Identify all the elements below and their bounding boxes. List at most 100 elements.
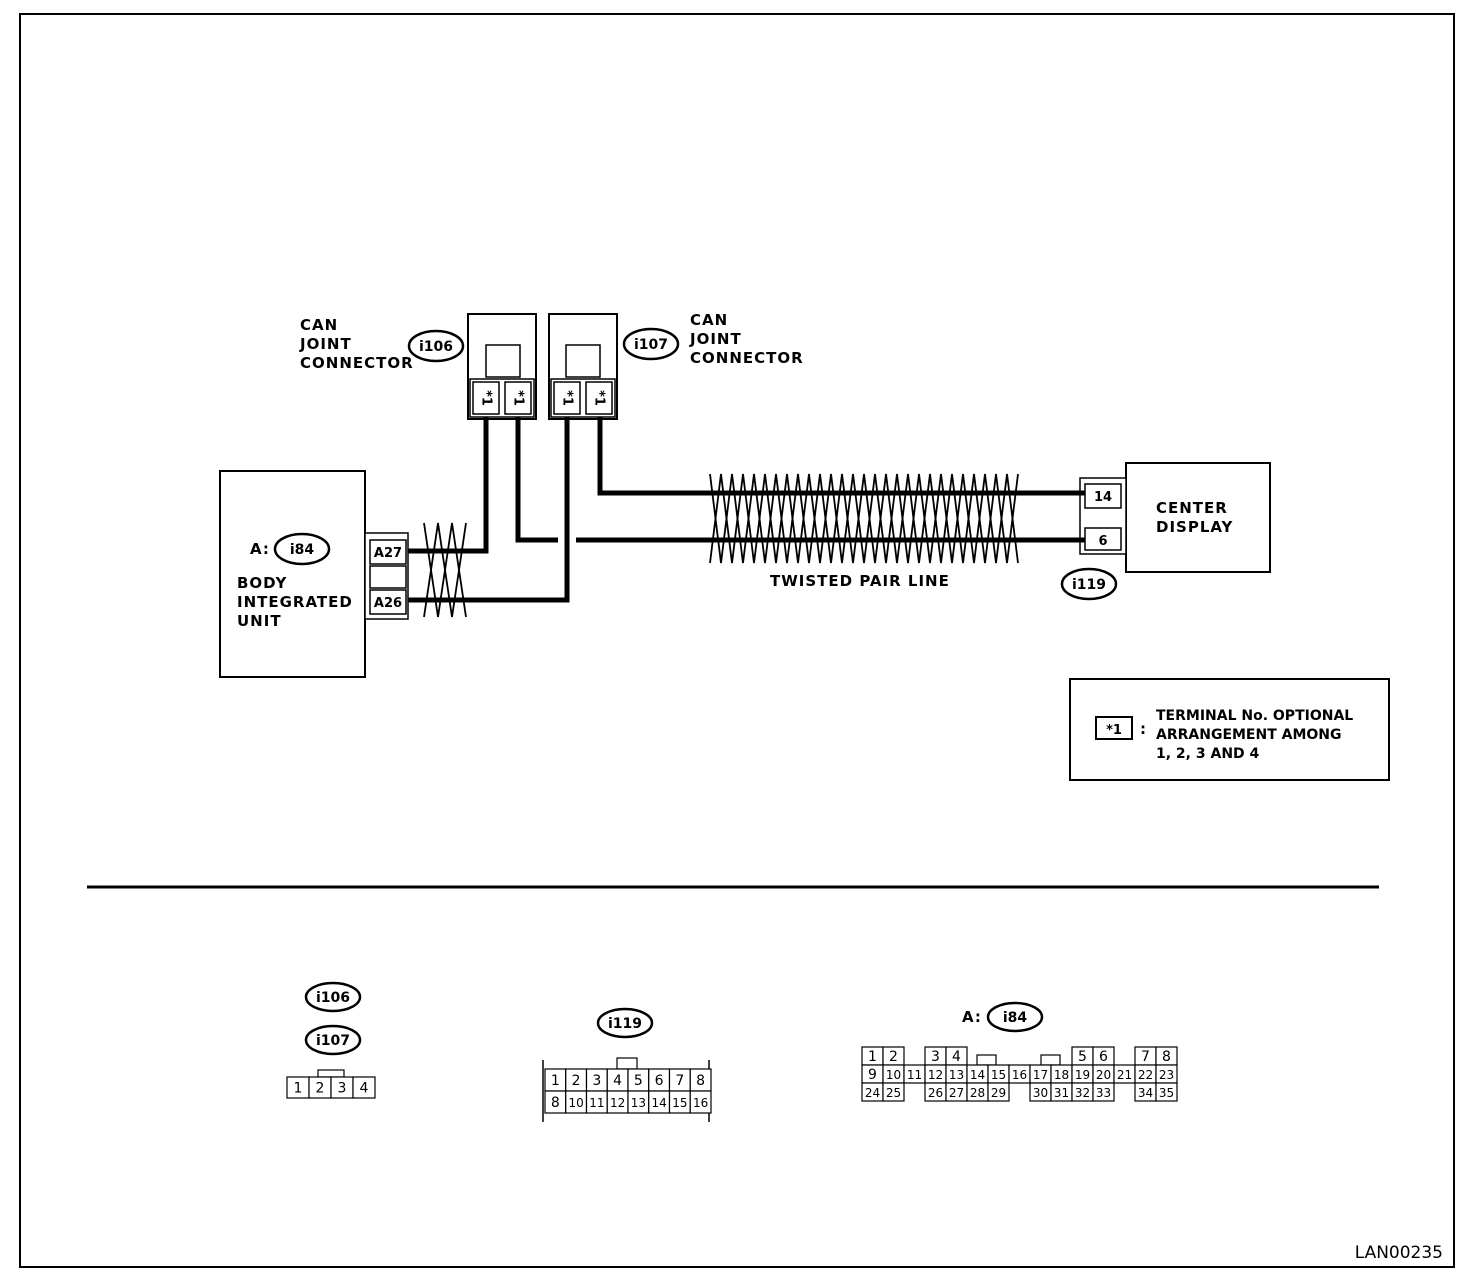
i119-view-pin-label: 10 <box>568 1096 583 1110</box>
joint-view-cell <box>352 1076 376 1099</box>
i84-view-cell <box>1092 1082 1115 1102</box>
i119-view-pin-label: 16 <box>693 1096 708 1110</box>
i84-view-pin-label: 7 <box>1141 1049 1150 1065</box>
i107-label-line-1: CAN <box>690 311 728 329</box>
wire-a27 <box>408 417 489 554</box>
joint-view-pin-label: 2 <box>316 1081 325 1097</box>
i84-view-pin-label: 22 <box>1138 1068 1153 1082</box>
i119-view-pin-label: 13 <box>631 1096 646 1110</box>
i106-id-oval <box>407 329 465 363</box>
terminal-6: 6 <box>1098 534 1107 549</box>
i84-view-pin-label: 31 <box>1054 1086 1069 1100</box>
i106-label-line-3: CONNECTOR <box>300 354 414 372</box>
i119-view-pin-label: 2 <box>572 1073 581 1089</box>
i84-view-pin-label: 33 <box>1096 1086 1111 1100</box>
i107-pin-a: *1 <box>560 390 575 406</box>
i119-view-pin-label: 6 <box>655 1073 664 1089</box>
i84-view-pin-label: 14 <box>970 1068 985 1082</box>
center-display-label-line-2: DISPLAY <box>1156 518 1234 536</box>
legend-line-3: 1, 2, 3 AND 4 <box>1156 746 1260 762</box>
legend-line-1: TERMINAL No. OPTIONAL <box>1156 708 1353 724</box>
i119-view-pin-label: 11 <box>589 1096 604 1110</box>
i84-view-pin-label: 10 <box>886 1068 901 1082</box>
i84-view-pin-label: 25 <box>886 1086 901 1100</box>
i84-view-pin-label: 11 <box>907 1068 922 1082</box>
i84-view-pin-label: 35 <box>1159 1086 1174 1100</box>
i106-pin-a: *1 <box>479 390 494 406</box>
i119-view-pin-label: 1 <box>551 1073 560 1089</box>
i107-id-oval <box>622 327 680 361</box>
joint-view-pin-label: 4 <box>360 1081 369 1097</box>
i84-view-cell <box>882 1082 905 1102</box>
body-unit-label-line-1: BODY <box>237 574 288 592</box>
center-display-label-line-1: CENTER <box>1156 499 1228 517</box>
wire-i106-b <box>515 417 558 543</box>
terminal-a27: A27 <box>374 546 402 561</box>
body-unit-prefix: A: <box>250 540 270 558</box>
i119-view-pin-label: 8 <box>551 1095 560 1111</box>
legend: *1 : TERMINAL No. OPTIONAL ARRANGEMENT A… <box>1069 678 1390 781</box>
i84-view-pin-label: 24 <box>865 1086 880 1100</box>
i84-view-pin-label: 17 <box>1033 1068 1048 1082</box>
legend-symbol: *1 <box>1106 723 1122 738</box>
i84-view-pin-label: 29 <box>991 1086 1006 1100</box>
i84-view-pin-label: 18 <box>1054 1068 1069 1082</box>
i84-view-pin-label: 6 <box>1099 1049 1108 1065</box>
i119-view-cell <box>689 1090 712 1114</box>
can-joint-connector-i107: *1 *1 i107 CAN JOINT CONNECTOR <box>548 311 804 420</box>
body-unit-label-line-3: UNIT <box>237 612 282 630</box>
terminal-14: 14 <box>1094 490 1112 505</box>
i106-label-line-2: JOINT <box>299 335 352 353</box>
i84-view-pin-label: 5 <box>1078 1049 1087 1065</box>
i107-id: i107 <box>634 337 668 353</box>
center-display: CENTER DISPLAY 14 6 i119 <box>1060 462 1271 601</box>
i119-view-pin-label: 4 <box>613 1073 622 1089</box>
i84-view-pin-label: 20 <box>1096 1068 1111 1082</box>
terminal-a26: A26 <box>374 596 402 611</box>
i84-view-pin-label: 3 <box>931 1049 940 1065</box>
i106-pin-b: *1 <box>511 390 526 406</box>
wire-terminal-14 <box>597 417 1085 496</box>
i84-view-pin-label: 34 <box>1138 1086 1153 1100</box>
i84-view-cell <box>987 1082 1010 1102</box>
i84-view-pin-label: 32 <box>1075 1086 1090 1100</box>
i84-view-pin-label: 8 <box>1162 1049 1171 1065</box>
i84-view-prefix: A: <box>962 1008 982 1026</box>
i84-view-pin-label: 1 <box>868 1049 877 1065</box>
i119-view-pin-label: 12 <box>610 1096 625 1110</box>
page-frame <box>19 13 1455 1268</box>
i84-view-pin-label: 28 <box>970 1086 985 1100</box>
i119-view-pin-label: 7 <box>675 1073 684 1089</box>
twisted-pair-label: TWISTED PAIR LINE <box>770 572 950 590</box>
i106-id: i106 <box>419 339 453 355</box>
i119-id: i119 <box>1072 577 1106 593</box>
i84-view-pin-label: 26 <box>928 1086 943 1100</box>
joint-view-id-2: i107 <box>316 1033 350 1049</box>
i84-view-pin-label: 4 <box>952 1049 961 1065</box>
i84-view-pin-label: 27 <box>949 1086 964 1100</box>
i84-view-pin-label: 12 <box>928 1068 943 1082</box>
i84-view-pin-label: 23 <box>1159 1068 1174 1082</box>
i84-id: i84 <box>290 542 315 558</box>
i84-view-cell <box>1155 1082 1178 1102</box>
i84-view-id: i84 <box>1003 1010 1028 1026</box>
wires <box>408 417 1085 603</box>
i84-view-pin-label: 21 <box>1117 1068 1132 1082</box>
i106-label-line-1: CAN <box>300 316 338 334</box>
i107-pin-b: *1 <box>592 390 607 406</box>
i84-view-pin-label: 15 <box>991 1068 1006 1082</box>
i84-view-pin-label: 30 <box>1033 1086 1048 1100</box>
can-joint-connector-i106: CAN JOINT CONNECTOR i106 *1 *1 <box>299 313 537 420</box>
body-integrated-unit: A: i84 BODY INTEGRATED UNIT A27 A26 <box>219 470 409 678</box>
body-unit-label-line-2: INTEGRATED <box>237 593 353 611</box>
i107-label-line-3: CONNECTOR <box>690 349 804 367</box>
i119-view-pin-label: 3 <box>592 1073 601 1089</box>
i119-id-oval <box>1060 567 1118 601</box>
i84-view-pin-label: 19 <box>1075 1068 1090 1082</box>
joint-view-pin-label: 1 <box>294 1081 303 1097</box>
i84-view-pin-label: 2 <box>889 1049 898 1065</box>
